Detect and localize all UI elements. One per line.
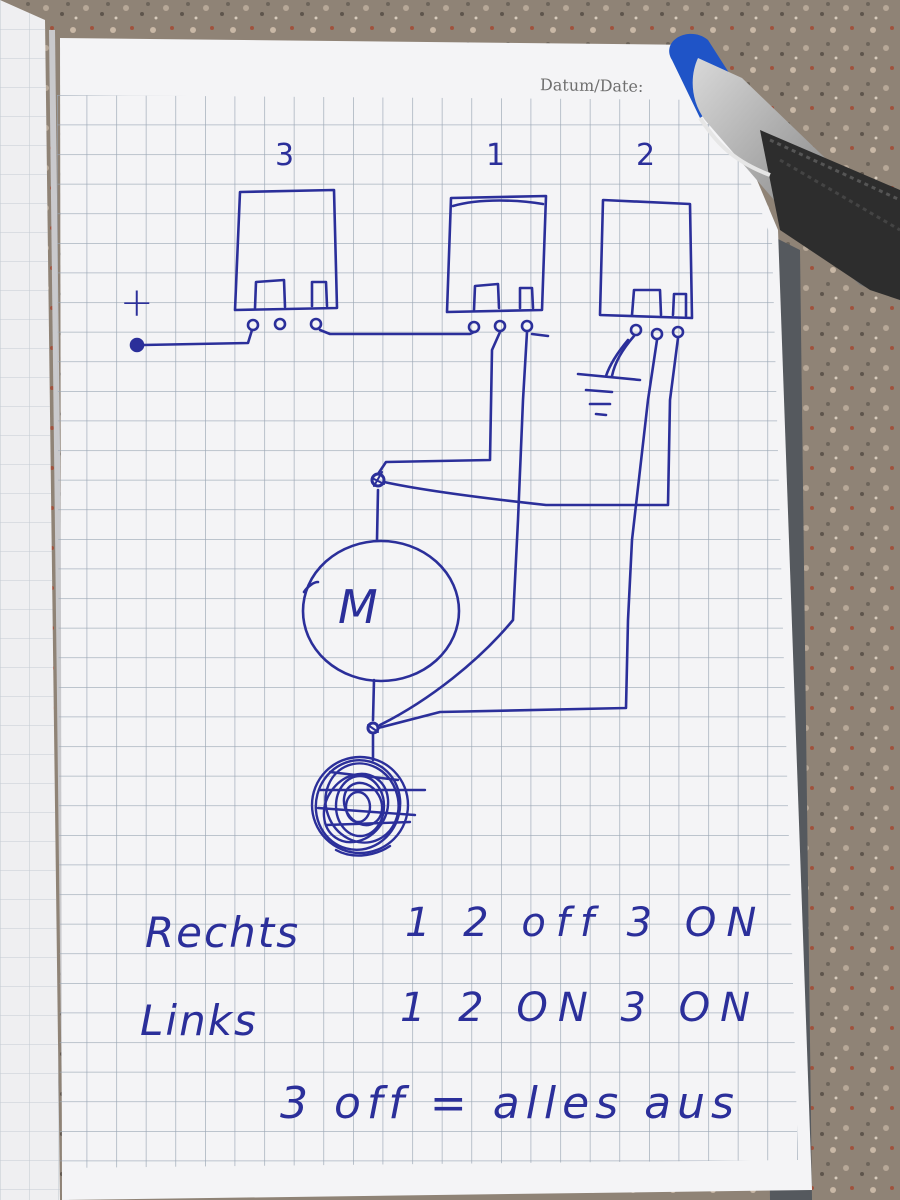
supply-plus-label: + bbox=[120, 280, 156, 326]
date-label: Datum/Date: bbox=[539, 75, 644, 96]
notebook-left-page-grid bbox=[0, 0, 60, 1200]
ground-symbol bbox=[576, 334, 642, 417]
note-direction-left: Links bbox=[140, 996, 258, 1045]
junction-bottom bbox=[366, 721, 380, 735]
relay-2-symbol bbox=[598, 198, 694, 320]
relay-3-label: 3 bbox=[275, 138, 297, 173]
note-direction-right: Rechts bbox=[145, 908, 301, 957]
relay-2-label: 2 bbox=[636, 138, 658, 173]
wires bbox=[141, 328, 680, 762]
note-setting-right: 1 2 off 3 ON bbox=[405, 900, 767, 946]
junction-top bbox=[370, 471, 386, 488]
relay-1-label: 1 bbox=[486, 138, 508, 173]
relay-1-symbol bbox=[445, 194, 548, 314]
note-footer: 3 off = alles aus bbox=[280, 1078, 740, 1129]
positive-supply-terminal bbox=[129, 337, 145, 353]
coil-symbol bbox=[310, 755, 427, 857]
pen bbox=[669, 33, 900, 300]
note-setting-left: 1 2 ON 3 ON bbox=[400, 985, 761, 1031]
motor-symbol bbox=[301, 539, 461, 683]
relay-3-symbol bbox=[233, 188, 339, 312]
motor-label: M bbox=[338, 580, 380, 634]
